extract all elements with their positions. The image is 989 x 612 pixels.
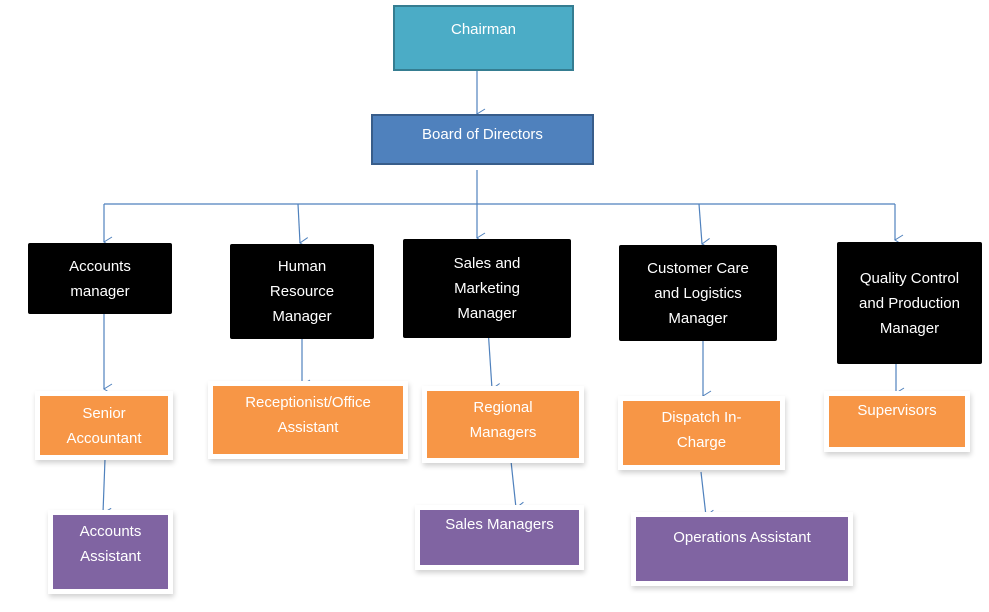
node-senior-accountant-label: Senior Accountant — [66, 405, 142, 447]
node-dispatch-in-charge: Dispatch In-Charge — [623, 401, 780, 465]
node-quality-manager: Quality Control and Production Manager — [837, 242, 982, 364]
node-board-label: Board of Directors — [422, 126, 543, 143]
node-customer-care-manager-label: Customer Care and Logistics Manager — [647, 259, 749, 327]
node-customer-care-manager: Customer Care and Logistics Manager — [619, 245, 777, 341]
edge-board-hr-manager — [297, 203, 309, 249]
node-supervisors-label: Supervisors — [857, 402, 937, 419]
node-dispatch-label: Dispatch In-Charge — [661, 409, 742, 451]
node-sales-marketing-manager-label: Sales and Marketing Manager — [453, 255, 521, 322]
node-regional-managers: Regional Managers — [427, 391, 579, 458]
node-hr-manager-label: Human Resource Manager — [269, 258, 335, 325]
node-hr-manager: Human Resource Manager — [230, 244, 374, 339]
node-accounts-manager-label: Accounts manager — [69, 257, 131, 300]
node-receptionist-label: Receptionist/Office Assistant — [245, 394, 371, 436]
node-accounts-assistant-label: Accounts Assistant — [79, 523, 142, 565]
node-operations-assistant-label: Operations Assistant — [673, 529, 811, 546]
node-sales-managers-label: Sales Managers — [445, 516, 554, 533]
node-accounts-assistant: Accounts Assistant — [53, 515, 168, 589]
edge-regional-sales-managers — [510, 460, 525, 513]
node-chairman: Chairman — [393, 5, 574, 71]
node-supervisors: Supervisors — [829, 396, 965, 447]
node-accounts-manager: Accounts manager — [28, 243, 172, 314]
edge-dispatch-operations — [700, 471, 715, 521]
node-regional-managers-label: Regional Managers — [469, 399, 537, 441]
edge-board-customer-care-manager — [698, 203, 711, 249]
node-sales-marketing-manager: Sales and Marketing Manager — [403, 239, 571, 338]
node-sales-managers: Sales Managers — [420, 510, 579, 565]
edge-senior-accountant-accounts-assistant — [102, 458, 112, 519]
node-quality-manager-label: Quality Control and Production Manager — [859, 269, 960, 337]
node-chairman-label: Chairman — [450, 21, 517, 38]
node-senior-accountant: Senior Accountant — [40, 396, 168, 455]
node-operations-assistant: Operations Assistant — [636, 517, 848, 581]
node-receptionist: Receptionist/Office Assistant — [213, 386, 403, 454]
node-board-of-directors: Board of Directors — [371, 114, 594, 165]
